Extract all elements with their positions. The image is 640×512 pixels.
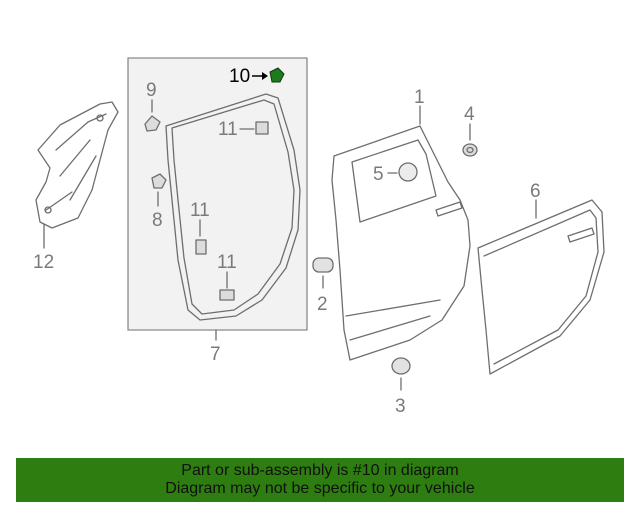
callout-4: 4 [464, 104, 475, 125]
callout-8: 8 [152, 210, 163, 231]
callout-3: 3 [395, 396, 406, 417]
callout-7: 7 [210, 344, 221, 365]
callout-11-c: 11 [217, 252, 237, 273]
callout-5: 5 [373, 164, 384, 185]
parts-diagram: 1 2 3 4 5 6 7 8 9 10 11 11 11 12 [33, 57, 605, 417]
part-9-clip [144, 99, 161, 132]
callout-12: 12 [33, 252, 54, 273]
info-banner: Part or sub-assembly is #10 in diagram D… [16, 458, 624, 502]
callout-11-b: 11 [190, 200, 210, 221]
part-11-clip-a [239, 121, 269, 135]
callout-10: 10 [229, 66, 250, 87]
part-12-bracket [35, 101, 119, 249]
banner-line-2: Diagram may not be specific to your vehi… [165, 480, 475, 497]
part-11-clip-b [195, 219, 207, 255]
callout-9: 9 [146, 80, 157, 101]
part-8-clip [151, 173, 167, 207]
callout-11-a: 11 [218, 119, 238, 140]
callout-2: 2 [317, 294, 328, 315]
banner-line-1: Part or sub-assembly is #10 in diagram [181, 462, 459, 479]
part-3-plug [391, 357, 411, 391]
part-10-clip-highlighted [252, 67, 285, 83]
part-11-clip-c [219, 271, 235, 301]
part-1-door-shell [331, 105, 471, 361]
part-2-stopper [312, 257, 334, 289]
callout-1: 1 [414, 87, 425, 108]
part-6-outer-panel [477, 199, 605, 375]
part-4-grommet [462, 123, 478, 157]
callout-6: 6 [530, 181, 541, 202]
part-7-weatherstrip [165, 93, 301, 341]
